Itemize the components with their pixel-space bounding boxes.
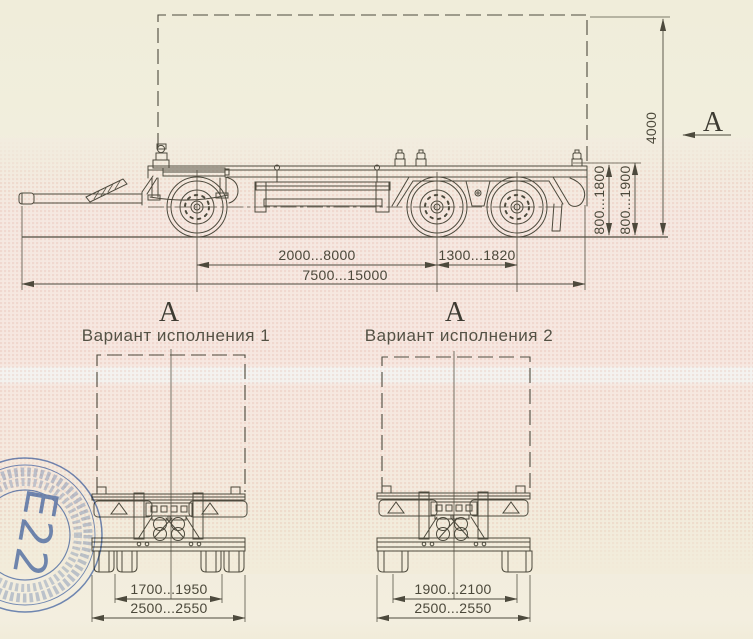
side-view: 2000...8000 1300...1820 7500...15000 800… bbox=[18, 14, 731, 292]
drawbar bbox=[18, 175, 158, 206]
dim-frame-height-max: 800...1900 bbox=[617, 165, 633, 234]
variant-1-view: A Вариант исполнения 1 bbox=[82, 297, 270, 622]
variant1-dimension-lines bbox=[91, 595, 246, 622]
variant1-dim-width: 2500...2550 bbox=[130, 600, 207, 616]
stamp-code: Е22 bbox=[2, 485, 68, 582]
variant2-dim-track: 1900...2100 bbox=[414, 581, 491, 597]
variant2-title: Вариант исполнения 2 bbox=[365, 326, 553, 345]
extension-lines bbox=[21, 16, 670, 292]
variant2-dim-width: 2500...2550 bbox=[414, 600, 491, 616]
variant2-chassis bbox=[376, 485, 533, 573]
variant2-extension-lines bbox=[376, 574, 531, 622]
dim-axle-to-bogie: 2000...8000 bbox=[278, 247, 355, 263]
dim-frame-height-min: 800...1800 bbox=[591, 165, 607, 234]
section-letter-top: A bbox=[703, 107, 724, 138]
variant2-dimension-lines bbox=[376, 595, 531, 622]
variant2-body-outline bbox=[381, 356, 531, 492]
dimension-lines bbox=[21, 18, 731, 288]
side-rail bbox=[254, 164, 391, 213]
front-fender-bracket bbox=[224, 176, 239, 204]
dim-overall-length: 7500...15000 bbox=[302, 267, 387, 283]
variant2-section-letter: A bbox=[445, 297, 466, 328]
dim-body-height: 4000 bbox=[643, 112, 659, 144]
swap-body-outline bbox=[157, 14, 588, 163]
mudflap bbox=[551, 203, 563, 232]
front-coupling bbox=[152, 143, 170, 169]
variant1-title: Вариант исполнения 1 bbox=[82, 326, 270, 345]
rear-bogie-fender bbox=[391, 176, 586, 232]
stamp-ring-text-inner bbox=[0, 478, 82, 592]
front-suspension bbox=[147, 176, 239, 204]
approval-stamp: Е22 bbox=[0, 457, 103, 613]
variant1-dim-track: 1700...1950 bbox=[130, 581, 207, 597]
variant1-chassis bbox=[91, 486, 248, 573]
variant1-section-letter: A bbox=[159, 297, 180, 328]
rear-bracket bbox=[568, 177, 586, 207]
twist-locks bbox=[394, 149, 583, 167]
stamp-ring-text bbox=[0, 467, 93, 603]
main-frame bbox=[147, 165, 588, 207]
dim-bogie-wheelbase: 1300...1820 bbox=[438, 247, 515, 263]
hatched-strut bbox=[85, 178, 128, 203]
variant-2-view: A Вариант исполнения 2 bbox=[365, 297, 553, 622]
variant1-extension-lines bbox=[91, 574, 246, 622]
